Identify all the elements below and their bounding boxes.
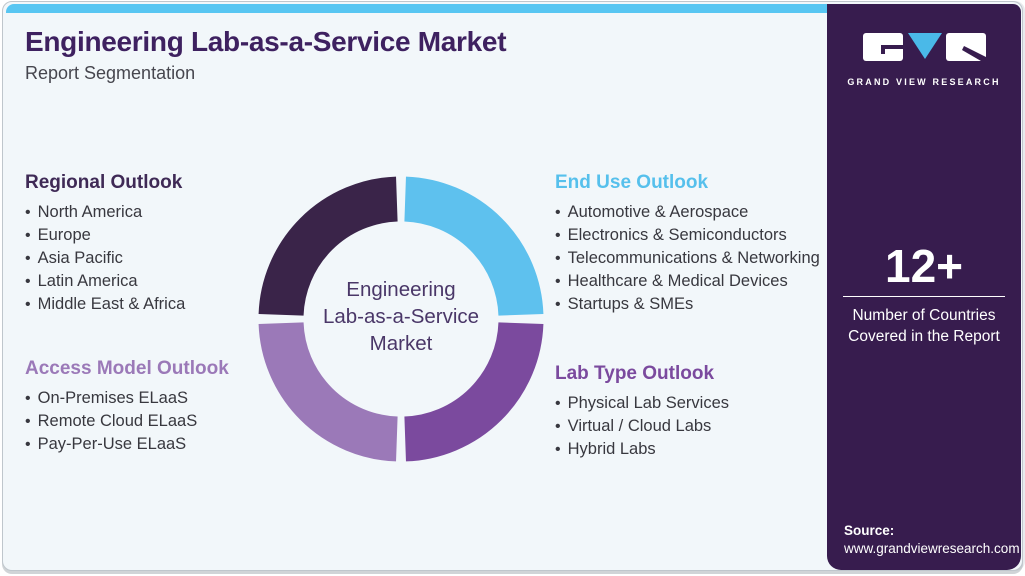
list-item: • Electronics & Semiconductors (555, 224, 827, 247)
page-title: Engineering Lab-as-a-Service Market (25, 26, 507, 57)
section-lab-type-outlook: Lab Type Outlook • Physical Lab Services … (555, 363, 827, 461)
list-item-label: Physical Lab Services (567, 394, 730, 412)
stat-divider (843, 296, 1005, 297)
list-item-label: On-Premises ELaaS (37, 389, 189, 407)
list-item: • Middle East & Africa (25, 293, 265, 316)
list-item-label: Latin America (37, 272, 138, 290)
bullet-icon: • (25, 413, 31, 430)
section-regional-outlook: Regional Outlook • North America • Europe … (25, 172, 265, 316)
source-url: www.grandviewresearch.com (844, 541, 1020, 556)
gvr-logo-icon (863, 33, 986, 61)
section-end-use-outlook: End Use Outlook • Automotive & Aerospace … (555, 172, 827, 316)
top-accent-bar (6, 4, 836, 13)
lab-type-outlook-list: • Physical Lab Services • Virtual / Cloud … (555, 392, 827, 461)
bullet-icon: • (555, 441, 561, 458)
bullet-icon: • (25, 390, 31, 407)
bullet-icon: • (555, 418, 561, 435)
list-item: • Latin America (25, 270, 265, 293)
bullet-icon: • (555, 250, 561, 267)
access-model-outlook-list: • On-Premises ELaaS • Remote Cloud ELaaS •… (25, 387, 275, 456)
list-item-label: Electronics & Semiconductors (567, 226, 787, 244)
list-item: • Physical Lab Services (555, 392, 827, 415)
list-item-label: Automotive & Aerospace (567, 203, 749, 221)
list-item-label: Healthcare & Medical Devices (567, 272, 788, 290)
access-model-outlook-heading: Access Model Outlook (25, 358, 229, 379)
donut-segment-end-use-outlook (403, 176, 544, 317)
list-item: • Telecommunications & Networking (555, 247, 827, 270)
bullet-icon: • (555, 204, 561, 221)
list-item: • Startups & SMEs (555, 293, 827, 316)
list-item: • Pay-Per-Use ELaaS (25, 433, 275, 456)
list-item: • Remote Cloud ELaaS (25, 410, 275, 433)
bullet-icon: • (25, 204, 31, 221)
list-item-label: Asia Pacific (37, 249, 123, 267)
list-item-label: Remote Cloud ELaaS (37, 412, 198, 430)
list-item: • Automotive & Aerospace (555, 201, 827, 224)
page-subtitle: Report Segmentation (25, 63, 196, 83)
bullet-icon: • (25, 250, 31, 267)
source-label: Source: (844, 523, 895, 538)
bullet-icon: • (555, 395, 561, 412)
source-block: Source: www.grandviewresearch.com (844, 522, 1020, 558)
list-item: • Healthcare & Medical Devices (555, 270, 827, 293)
bullet-icon: • (25, 296, 31, 313)
end-use-outlook-heading: End Use Outlook (555, 172, 709, 193)
bullet-icon: • (25, 436, 31, 453)
sidebar: GRAND VIEW RESEARCH 12+ Number of Countr… (827, 4, 1021, 570)
list-item: • Virtual / Cloud Labs (555, 415, 827, 438)
donut-segment-access-model-outlook (258, 321, 399, 462)
donut-segment-lab-type-outlook (403, 321, 544, 462)
regional-outlook-list: • North America • Europe • Asia Pacific • La… (25, 201, 265, 316)
list-item: • Hybrid Labs (555, 438, 827, 461)
list-item-label: Hybrid Labs (567, 440, 656, 458)
bullet-icon: • (25, 273, 31, 290)
regional-outlook-heading: Regional Outlook (25, 172, 183, 193)
bullet-icon: • (25, 227, 31, 244)
donut-segment-regional-outlook (258, 176, 399, 317)
list-item: • North America (25, 201, 265, 224)
stat-value: 12+ (884, 240, 964, 292)
list-item-label: Startups & SMEs (567, 295, 694, 313)
list-item-label: North America (37, 203, 143, 221)
section-access-model-outlook: Access Model Outlook • On-Premises ELaaS … (25, 358, 275, 456)
lab-type-outlook-heading: Lab Type Outlook (555, 363, 715, 384)
list-item-label: Europe (37, 226, 91, 244)
end-use-outlook-list: • Automotive & Aerospace • Electronics & S… (555, 201, 827, 316)
bullet-icon: • (555, 227, 561, 244)
header: Engineering Lab-as-a-Service Market Repo… (25, 26, 507, 84)
list-item: • On-Premises ELaaS (25, 387, 275, 410)
list-item-label: Telecommunications & Networking (567, 249, 820, 267)
brand-logo: GRAND VIEW RESEARCH (827, 31, 1021, 87)
list-item: • Europe (25, 224, 265, 247)
bullet-icon: • (555, 273, 561, 290)
list-item-label: Pay-Per-Use ELaaS (37, 435, 187, 453)
countries-stat: 12+ Number of Countries Covered in the R… (827, 242, 1021, 347)
list-item-label: Middle East & Africa (37, 295, 186, 313)
list-item: • Asia Pacific (25, 247, 265, 270)
list-item-label: Virtual / Cloud Labs (567, 417, 712, 435)
brand-name: GRAND VIEW RESEARCH (847, 77, 1001, 87)
stat-caption: Number of Countries Covered in the Repor… (848, 307, 1000, 345)
bullet-icon: • (555, 296, 561, 313)
